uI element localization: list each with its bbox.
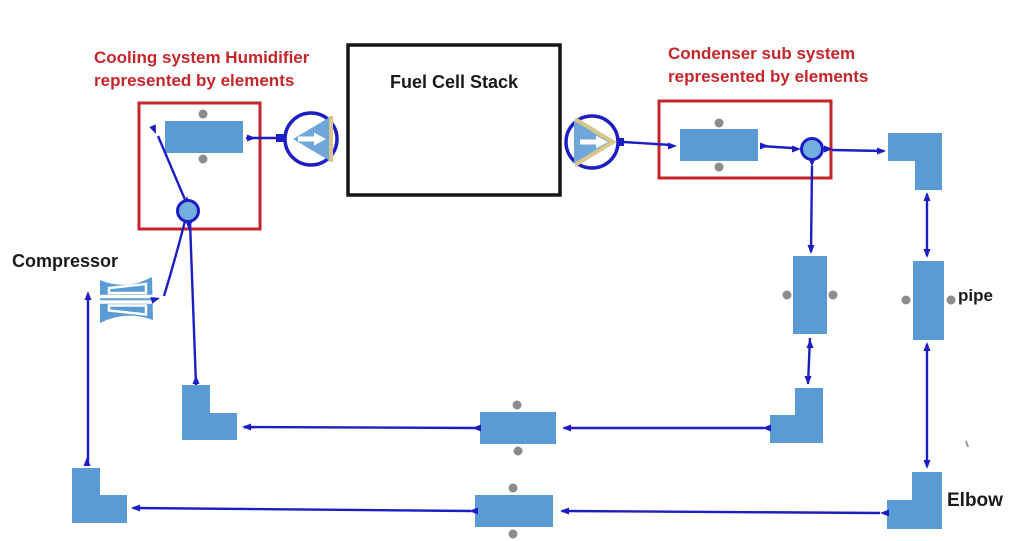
arrowhead-icon bbox=[562, 424, 571, 432]
line-pump-to-condenser bbox=[623, 140, 672, 147]
arrowhead-icon bbox=[149, 124, 156, 134]
port-dot bbox=[901, 295, 911, 305]
arrowhead-icon bbox=[131, 504, 140, 512]
arrowhead-icon bbox=[923, 192, 931, 201]
fuel-cell-stack-box bbox=[346, 43, 562, 197]
port-dot bbox=[513, 446, 523, 456]
line-bottom-pipe-to-left-elbow bbox=[132, 506, 472, 513]
condenser-vertical-pipe-element bbox=[782, 256, 838, 334]
line-node-to-compressor bbox=[162, 220, 187, 297]
elbow-element-mid-left bbox=[182, 385, 237, 440]
condenser-annotation-line1: Condenser sub system bbox=[668, 44, 856, 63]
fuel-cell-stack-label: Fuel Cell Stack bbox=[389, 72, 519, 92]
node-port bbox=[792, 145, 801, 153]
arrowhead-icon bbox=[923, 460, 931, 469]
node-port bbox=[824, 145, 833, 153]
port-dot bbox=[198, 109, 208, 119]
arrowhead-icon bbox=[806, 339, 814, 348]
elbow-label: Elbow bbox=[947, 490, 1003, 511]
flow-lines bbox=[86, 135, 929, 515]
line-node-to-vertical-pipe bbox=[809, 165, 814, 253]
arrowhead-icon bbox=[560, 507, 569, 515]
port-dot bbox=[512, 400, 522, 410]
condenser-annotation-line2: represented by elements bbox=[668, 67, 869, 86]
line-node-to-top-right-elbow bbox=[831, 148, 885, 153]
condenser-pipe-element bbox=[680, 118, 758, 172]
arrowhead-icon bbox=[668, 142, 677, 150]
right-vertical-pipe-element bbox=[901, 261, 956, 340]
pump-port bbox=[276, 134, 284, 142]
cooling-annotation-box bbox=[137, 101, 262, 231]
humidifier-pipe-element bbox=[165, 109, 243, 164]
pipe-label: pipe bbox=[958, 286, 993, 305]
arrowhead-icon bbox=[762, 424, 771, 432]
cooling-annotation-label: Cooling system Humidifier represented by… bbox=[94, 46, 309, 92]
compressor-icon bbox=[95, 277, 158, 323]
arrowhead-icon bbox=[469, 507, 478, 515]
condenser-annotation-box bbox=[657, 99, 833, 180]
line-elbow-to-node bbox=[188, 221, 198, 386]
node-port bbox=[185, 221, 193, 230]
pump-icon-left bbox=[276, 111, 339, 167]
pump-icon-right bbox=[564, 114, 624, 170]
flow-arrowheads bbox=[83, 124, 931, 517]
arrowhead-icon bbox=[83, 457, 91, 466]
junction-node-icon-condenser bbox=[792, 137, 833, 167]
arrowhead-icon bbox=[807, 245, 815, 254]
junction-node-icon-cooling bbox=[176, 196, 200, 230]
arrowhead-icon bbox=[880, 509, 889, 517]
arrowhead-icon bbox=[923, 342, 931, 351]
arrowhead-icon bbox=[760, 142, 769, 150]
elbow-element-top-right bbox=[888, 133, 942, 190]
cooling-annotation-line2: represented by elements bbox=[94, 71, 295, 90]
arrowhead-icon bbox=[247, 134, 256, 142]
port-dot bbox=[946, 295, 956, 305]
arrowhead-icon bbox=[923, 249, 931, 258]
port-dot bbox=[508, 483, 518, 493]
mid-pipe-element bbox=[480, 400, 556, 456]
port-dot bbox=[714, 118, 724, 128]
arrowhead-icon bbox=[877, 147, 886, 155]
port-dot bbox=[714, 162, 724, 172]
line-node-to-humidifier bbox=[156, 135, 188, 203]
arrowhead-icon bbox=[192, 375, 200, 384]
arrowhead-icon bbox=[242, 423, 251, 431]
arrowhead-icon bbox=[150, 296, 161, 304]
elbow-element-mid-right bbox=[770, 388, 823, 443]
compressor-label: Compressor bbox=[12, 251, 119, 271]
pump-port bbox=[616, 138, 624, 146]
bottom-pipe-element bbox=[475, 483, 553, 539]
line-mid-pipe-to-elbow bbox=[243, 425, 477, 430]
arrowhead-icon bbox=[84, 291, 92, 300]
arrowhead-icon bbox=[472, 424, 481, 432]
condenser-annotation-label: Condenser sub system represented by elem… bbox=[668, 42, 868, 88]
port-dot bbox=[198, 154, 208, 164]
line-bottom-elbow-to-bottom-pipe bbox=[561, 509, 881, 515]
arrowhead-icon bbox=[804, 376, 812, 385]
elbow-element-bottom-left bbox=[72, 468, 127, 523]
port-dot bbox=[828, 290, 838, 300]
stray-mark bbox=[965, 440, 969, 448]
port-dot bbox=[508, 529, 518, 539]
cooling-annotation-line1: Cooling system Humidifier bbox=[94, 48, 310, 67]
port-dot bbox=[782, 290, 792, 300]
elbow-element-bottom-right bbox=[887, 472, 942, 529]
